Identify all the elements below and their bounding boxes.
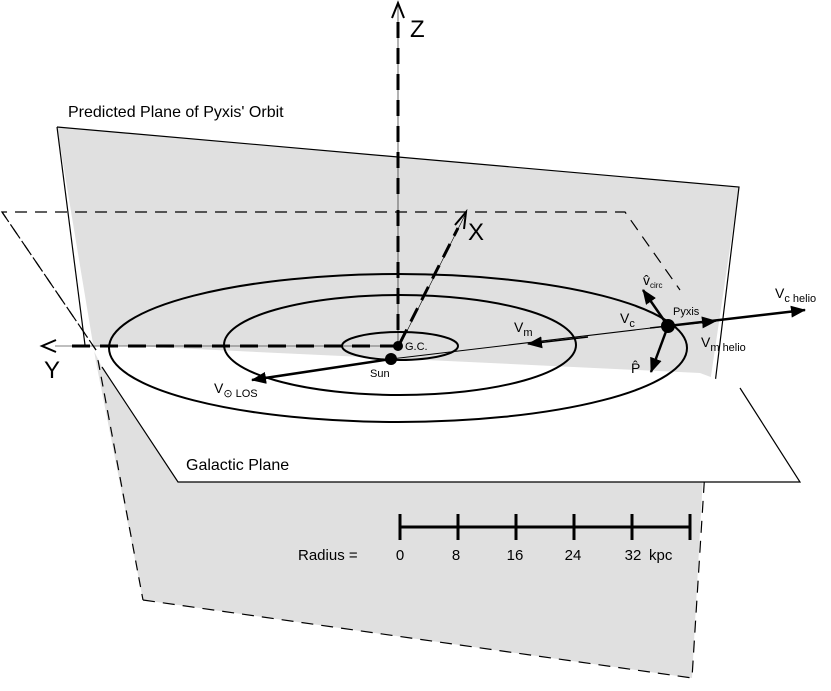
v-c-label: Vc	[620, 310, 635, 330]
v-circ-vector	[641, 289, 670, 327]
orbit-plane-left-lower-edge	[97, 359, 144, 601]
scale-tick-label: 0	[396, 547, 404, 564]
x-axis-label: X	[468, 219, 484, 246]
scale-tick-label: 32	[625, 547, 642, 564]
v-m-vector	[527, 336, 589, 349]
scale-tick-label: 8	[452, 547, 460, 564]
v-circ-label: v̂circ	[643, 272, 662, 290]
x-axis-arrowhead	[454, 208, 468, 230]
v-c-helio-label: Vc helio	[775, 285, 816, 305]
orbit-plane-upper-edge	[56, 126, 740, 401]
pyxis-label: Pyxis	[673, 306, 700, 318]
galactic-plane-left-hidden-edge	[1, 211, 97, 351]
v-m-helio-vector	[667, 316, 717, 329]
pyxis-point	[661, 319, 675, 333]
v-m-helio-label: Vm helio	[701, 334, 746, 354]
orbit-plane-left-edge	[56, 126, 86, 346]
x-axis	[398, 227, 460, 344]
sun-label: Sun	[370, 368, 390, 380]
y-axis-arrowhead	[39, 339, 57, 353]
p-hat-vector	[649, 325, 670, 373]
orbit-plane-hidden-edge	[142, 389, 711, 679]
scale-label: Radius =	[298, 547, 358, 564]
orbit-plane-label: Predicted Plane of Pyxis' Orbit	[68, 104, 284, 121]
v-m-label: Vm	[514, 319, 533, 339]
scale-tick-label: 16	[507, 547, 524, 564]
x-axis-thin	[399, 214, 466, 346]
galactic-plane-front-edge	[101, 366, 802, 483]
p-hat-label: P̂	[631, 360, 640, 376]
galactic-plane-label: Galactic Plane	[186, 457, 289, 474]
gc-label: G.C.	[405, 341, 428, 353]
v-sun-los-vector	[251, 357, 392, 384]
sun-point	[385, 353, 397, 365]
scale-tick-label: 24	[565, 547, 582, 564]
y-axis-label: Y	[44, 357, 60, 384]
v-sun-los-label: V⊙ LOS	[214, 380, 258, 400]
z-axis-label: Z	[410, 16, 425, 43]
galactic-center-point	[393, 341, 403, 351]
scale-unit-label: kpc	[649, 547, 673, 564]
z-axis-arrowhead	[391, 0, 405, 19]
